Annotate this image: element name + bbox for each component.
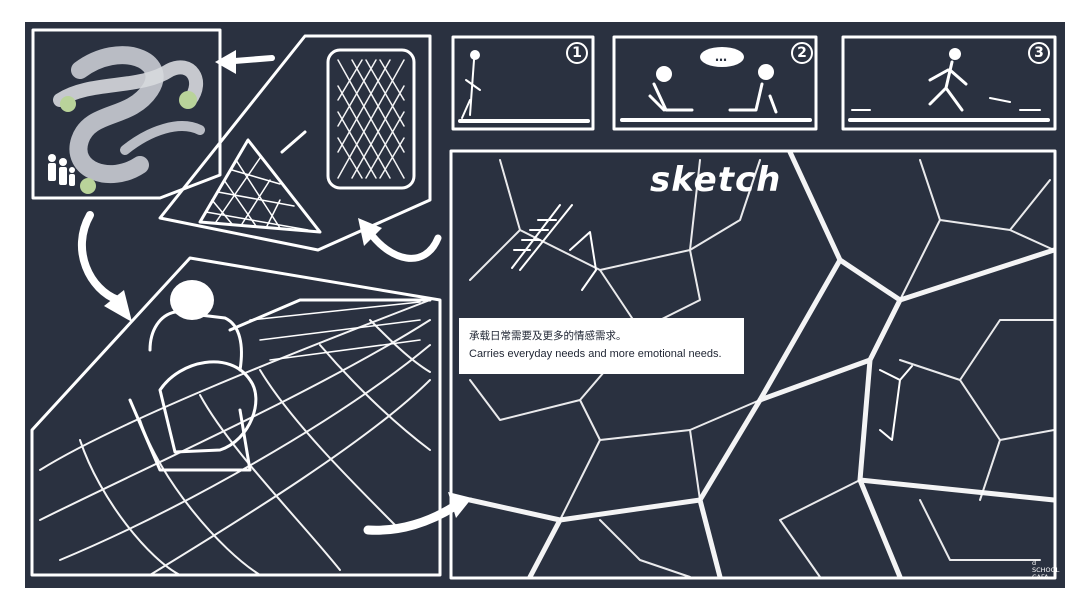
module-detail-panel <box>158 34 432 252</box>
caption-english: Carries everyday needs and more emotiona… <box>469 348 722 360</box>
curved-arrow-icon <box>364 226 442 262</box>
tree-icon <box>60 96 76 112</box>
people-silhouette-icon <box>48 154 75 186</box>
logo-line-3: CAFA <box>1032 573 1049 581</box>
arrow-head-icon <box>104 290 132 322</box>
sketch-title: sketch <box>650 160 782 200</box>
storyboard-number-1: 1 <box>566 42 588 64</box>
curved-arrow-icon <box>77 211 122 304</box>
stair-icon <box>511 204 573 271</box>
arrow-head-icon <box>448 492 472 518</box>
seated-person-panel <box>30 256 442 577</box>
logo-line-1: d <box>1032 559 1037 567</box>
storyboard-panel-2 <box>612 35 818 131</box>
arrow-head-icon <box>358 218 382 246</box>
tree-icon <box>179 91 197 109</box>
storyboard-number-3: 3 <box>1028 42 1050 64</box>
aerial-plan-panel <box>31 28 222 200</box>
storyboard-panel-3 <box>841 35 1057 131</box>
caption-box: 承载日常需要及更多的情感需求。 Carries everyday needs a… <box>459 318 744 374</box>
tree-icon <box>80 178 96 194</box>
storyboard-number-2: 2 <box>791 42 813 64</box>
logo-line-2: SCHOOL <box>1032 566 1060 574</box>
person-head-icon <box>170 280 214 320</box>
caption-chinese: 承载日常需要及更多的情感需求。 <box>469 330 627 342</box>
storyboard-panel-1 <box>451 35 595 131</box>
interior-sketch-panel <box>449 149 1057 580</box>
school-logo: d SCHOOL CAFA <box>1032 560 1072 581</box>
arrow-head-icon <box>215 50 236 74</box>
speech-bubble: … <box>700 47 744 67</box>
curved-arrow-icon <box>363 501 460 535</box>
